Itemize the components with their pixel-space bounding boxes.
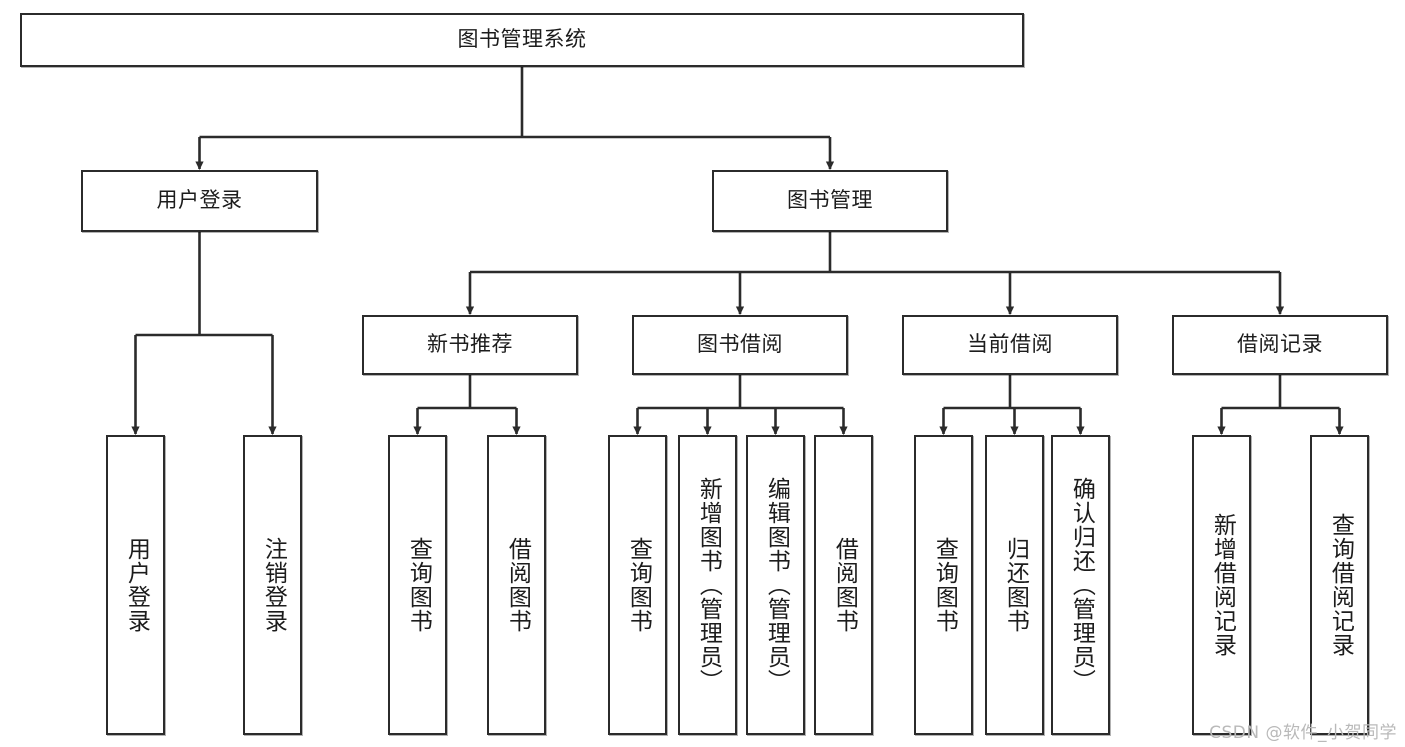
node-label: 编辑图书（管理员） [763,477,790,693]
node-label: 查询借阅记录 [1327,513,1354,657]
node-leaf-bb-borrow[interactable]: 借阅图书 [814,435,873,735]
node-user-login[interactable]: 用户登录 [81,170,318,232]
node-label: 归还图书 [1002,537,1029,633]
node-new-book-rec[interactable]: 新书推荐 [362,315,578,375]
node-label: 查询图书 [931,537,958,633]
node-label: 查询图书 [625,537,652,633]
node-label: 查询图书 [405,537,432,633]
node-book-borrow[interactable]: 图书借阅 [632,315,848,375]
node-label: 当前借阅 [967,332,1053,357]
node-leaf-login[interactable]: 用户登录 [106,435,165,735]
node-book-manage[interactable]: 图书管理 [712,170,948,232]
node-label: 借阅图书 [831,537,858,633]
node-label: 确认归还（管理员） [1068,477,1095,693]
node-label: 用户登录 [123,537,150,633]
node-leaf-cb-return[interactable]: 归还图书 [985,435,1044,735]
node-current-borrow[interactable]: 当前借阅 [902,315,1118,375]
node-label: 注销登录 [260,537,287,633]
node-label: 新书推荐 [427,332,513,357]
node-leaf-rec-borrow[interactable]: 借阅图书 [487,435,546,735]
node-borrow-record[interactable]: 借阅记录 [1172,315,1388,375]
node-label: 用户登录 [156,188,243,213]
node-label: 借阅记录 [1237,332,1323,357]
node-leaf-bb-query[interactable]: 查询图书 [608,435,667,735]
node-label: 图书管理系统 [457,27,587,52]
watermark-text: CSDN @软件_小贺同学 [1209,723,1397,743]
node-leaf-bb-edit[interactable]: 编辑图书（管理员） [746,435,805,735]
node-leaf-bb-add[interactable]: 新增图书（管理员） [678,435,737,735]
node-leaf-cb-query[interactable]: 查询图书 [914,435,973,735]
node-label: 借阅图书 [504,537,531,633]
node-root[interactable]: 图书管理系统 [20,13,1024,67]
node-leaf-rec-query[interactable]: 查询图书 [388,435,447,735]
node-label: 新增借阅记录 [1209,513,1236,657]
node-leaf-br-add[interactable]: 新增借阅记录 [1192,435,1251,735]
connector-lines [131,67,1344,436]
node-label: 图书管理 [787,188,873,213]
node-leaf-cb-confirm[interactable]: 确认归还（管理员） [1051,435,1110,735]
node-leaf-logout[interactable]: 注销登录 [243,435,302,735]
node-label: 新增图书（管理员） [695,477,722,693]
node-leaf-br-query[interactable]: 查询借阅记录 [1310,435,1369,735]
node-label: 图书借阅 [697,332,783,357]
